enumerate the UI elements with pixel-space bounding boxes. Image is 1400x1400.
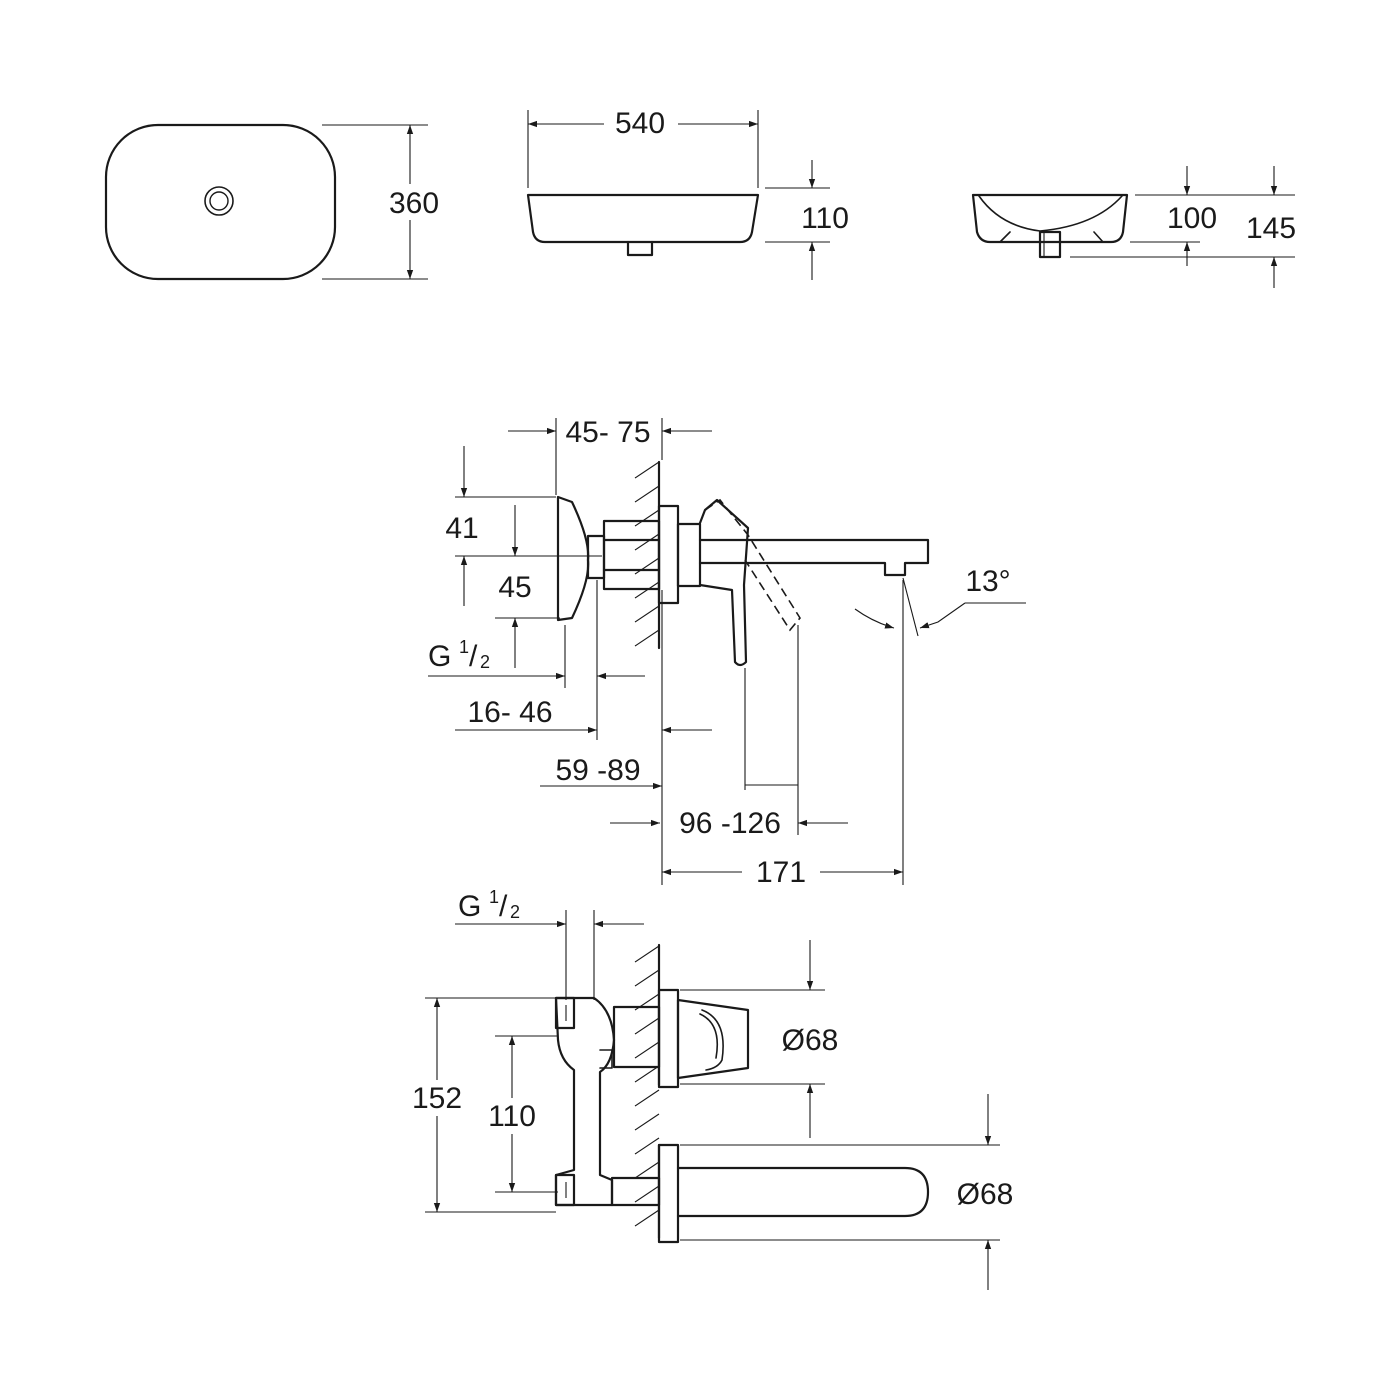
dim-label-41: 41: [445, 512, 478, 545]
dim-label-171: 171: [756, 856, 806, 889]
svg-text:2: 2: [510, 902, 520, 922]
concealed-body-flange: [556, 495, 590, 622]
basin-side-inner-curve: [978, 195, 1123, 232]
connection-pipe-top: [610, 1176, 661, 1207]
basin-side-outline: [971, 193, 1129, 244]
basin-outline: [104, 123, 337, 281]
drain-outer-icon: [204, 186, 234, 216]
concealed-body-box: [602, 519, 661, 591]
dim-label-45: 45: [498, 571, 531, 604]
basin-front-outline: [526, 193, 760, 244]
spout-body: [698, 538, 930, 577]
handle-rosette-top: [657, 988, 680, 1089]
dim-label-152: 152: [412, 1082, 462, 1115]
svg-text:1: 1: [489, 887, 499, 907]
dim-label-96-126: 96 -126: [679, 807, 781, 840]
dim-label-110-centres: 110: [488, 1100, 536, 1133]
basin-drain-stub: [626, 240, 654, 257]
dim-label-100: 100: [1167, 202, 1217, 235]
basin-side-drain: [1038, 230, 1062, 259]
angle-label-13: 13°: [965, 565, 1010, 598]
spout-top: [676, 1166, 930, 1218]
svg-text:/: /: [499, 890, 508, 923]
dim-label-59-89: 59 -89: [555, 754, 640, 787]
wall-hatching: [634, 461, 660, 647]
basin-top-view: 360: [104, 123, 440, 281]
svg-text:G: G: [458, 890, 481, 923]
wall-rosette: [657, 504, 680, 605]
drain-inner-icon: [209, 191, 229, 211]
basin-side-view: 100 145: [971, 166, 1296, 288]
concealed-body-stem: [586, 534, 606, 580]
dim-label-540: 540: [615, 107, 665, 140]
thread-label-top: G 1 / 2: [458, 887, 520, 923]
dim-label-145: 145: [1246, 212, 1296, 245]
mixer-top-view: G 1 / 2 152 110 Ø68 Ø68: [405, 887, 1013, 1290]
lever-handle: [698, 498, 750, 667]
dim-label-16-46: 16- 46: [467, 696, 552, 729]
svg-text:1: 1: [459, 637, 469, 657]
thread-label-side: G 1 / 2: [428, 637, 490, 673]
dim-label-d68-handle: Ø68: [782, 1024, 839, 1057]
basin-front-view: 540 110: [526, 106, 849, 280]
concealed-box-top: [612, 1005, 661, 1069]
svg-text:/: /: [469, 640, 478, 673]
lever-raised-position: [704, 498, 801, 632]
spout-rosette-top: [657, 1143, 680, 1244]
dim-label-45-75: 45- 75: [565, 416, 650, 449]
spout-base: [676, 522, 702, 588]
svg-text:G: G: [428, 640, 451, 673]
svg-text:2: 2: [480, 652, 490, 672]
dim-label-d68-spout: Ø68: [957, 1178, 1014, 1211]
angle-arc: [854, 608, 895, 629]
dim-label-110-basin: 110: [801, 202, 849, 235]
wall-hatching-top: [634, 945, 660, 1227]
mixer-side-view: 45- 75 41 45 G 1 / 2 16- 46 59 -89: [428, 416, 1026, 891]
concealed-body-top: [554, 996, 616, 1207]
handle-lever-top: [676, 998, 750, 1080]
dim-label-360: 360: [389, 187, 439, 220]
